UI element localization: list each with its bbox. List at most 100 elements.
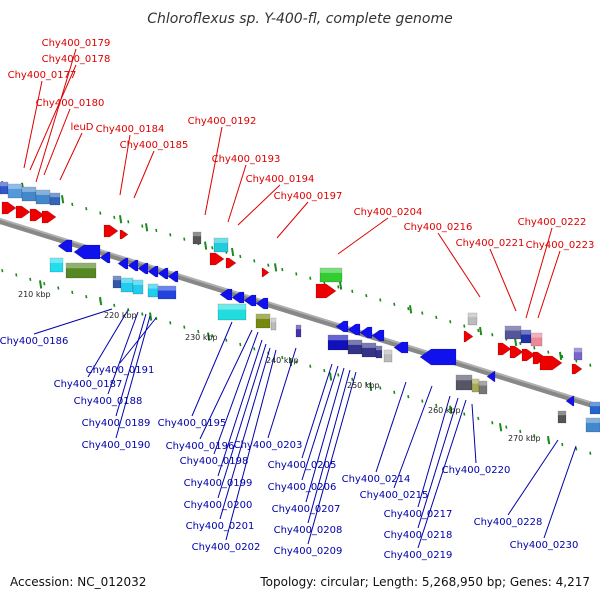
minor-tick xyxy=(1,268,4,273)
top-gene-label: Chy400_0221 xyxy=(456,238,525,249)
gene-feature xyxy=(49,257,64,273)
major-tick xyxy=(479,326,483,336)
reverse-gene-arrow xyxy=(371,329,385,342)
minor-tick xyxy=(365,381,368,386)
major-tick xyxy=(207,332,211,341)
reverse-gene-arrow xyxy=(57,239,73,253)
bottom-label-line xyxy=(417,397,459,529)
major-tick xyxy=(547,436,551,445)
reverse-gene-arrow xyxy=(359,326,373,339)
bottom-label-line xyxy=(115,313,147,417)
bottom-label-line xyxy=(375,381,407,473)
reverse-gene-arrow xyxy=(99,251,111,264)
minor-tick xyxy=(491,421,494,425)
topology-text: Topology: circular; Length: 5,268,950 bp… xyxy=(259,575,590,589)
minor-tick xyxy=(393,390,396,394)
reverse-gene-arrow xyxy=(219,288,233,301)
minor-tick xyxy=(155,228,158,233)
bottom-gene-label: Chy400_0209 xyxy=(274,546,343,557)
gene-highlight xyxy=(456,375,472,381)
gene-highlight xyxy=(50,258,63,263)
bottom-gene-label: Chy400_0206 xyxy=(268,482,337,493)
minor-tick xyxy=(71,290,74,295)
minor-tick xyxy=(239,342,242,347)
reverse-gene-arrow xyxy=(117,257,129,270)
minor-tick xyxy=(267,263,270,267)
major-tick xyxy=(339,281,343,290)
bottom-label-line xyxy=(471,403,477,464)
minor-tick xyxy=(505,425,508,429)
minor-tick xyxy=(407,307,410,311)
gene-feature xyxy=(467,312,478,326)
gene-feature xyxy=(557,410,567,424)
top-gene-label: Chy400_0178 xyxy=(42,54,111,65)
scale-tick-label: 220 kbp xyxy=(104,311,137,320)
reverse-gene-arrow xyxy=(127,259,139,272)
minor-tick xyxy=(127,220,130,224)
gene-feature xyxy=(192,231,202,245)
gene-highlight xyxy=(22,187,36,192)
gene-feature xyxy=(375,345,383,359)
minor-tick xyxy=(393,302,396,306)
bottom-gene-label: Chy400_0202 xyxy=(192,542,261,553)
minor-tick xyxy=(337,285,340,289)
scale-tick-label: 210 kbp xyxy=(18,290,51,299)
minor-tick xyxy=(575,447,578,451)
gene-highlight xyxy=(574,348,582,353)
bottom-label-line xyxy=(305,367,345,503)
minor-tick xyxy=(323,368,326,373)
minor-tick xyxy=(589,363,592,367)
top-gene-label: Chy400_0204 xyxy=(354,207,423,218)
gene-highlight xyxy=(348,340,362,345)
bottom-gene-label: Chy400_0200 xyxy=(184,500,253,511)
gene-highlight xyxy=(296,325,301,330)
minor-tick xyxy=(113,303,116,308)
top-gene-label: Chy400_0184 xyxy=(96,124,165,135)
minor-tick xyxy=(169,233,172,237)
top-label-line xyxy=(133,150,155,199)
minor-tick xyxy=(127,308,130,312)
accession-text: Accession: NC_012032 xyxy=(10,575,146,589)
minor-tick xyxy=(435,315,438,320)
minor-tick xyxy=(519,341,522,346)
bottom-label-line xyxy=(213,331,259,455)
forward-gene-arrow xyxy=(463,330,474,343)
gene-highlight xyxy=(193,232,201,237)
bottom-label-line xyxy=(267,347,297,439)
top-gene-label: Chy400_0216 xyxy=(404,222,473,233)
gene-highlight xyxy=(558,411,566,416)
minor-tick xyxy=(533,434,536,438)
gene-feature xyxy=(213,237,229,253)
minor-tick xyxy=(435,403,438,408)
top-gene-label: Chy400_0192 xyxy=(188,116,257,127)
minor-tick xyxy=(85,207,88,211)
major-tick xyxy=(119,215,123,224)
gene-highlight xyxy=(113,276,121,281)
minor-tick xyxy=(407,395,410,399)
bottom-label-line xyxy=(417,399,467,549)
minor-tick xyxy=(141,312,144,316)
gene-feature xyxy=(589,401,600,415)
bottom-gene-label: Chy400_0203 xyxy=(234,440,303,451)
gene-highlight xyxy=(362,343,376,348)
minor-tick xyxy=(15,273,18,277)
major-tick xyxy=(61,195,65,204)
gene-feature xyxy=(573,347,583,361)
gene-feature xyxy=(65,262,97,279)
reverse-gene-arrow xyxy=(167,270,179,283)
page-title: Chloroflexus sp. Y-400-fl, complete geno… xyxy=(147,11,453,27)
minor-tick xyxy=(365,293,368,298)
feature-layer xyxy=(0,181,600,433)
gene-highlight xyxy=(121,278,133,283)
bottom-label-line xyxy=(191,321,233,417)
scale-tick-label: 250 kbp xyxy=(347,381,380,390)
bottom-gene-label: Chy400_0196 xyxy=(166,441,235,452)
top-label-line xyxy=(276,201,309,239)
reverse-gene-arrow xyxy=(157,267,169,280)
major-tick xyxy=(514,337,518,347)
bottom-gene-label: Chy400_0230 xyxy=(510,540,579,551)
minor-tick xyxy=(337,373,340,377)
top-gene-label: Chy400_0193 xyxy=(212,154,281,165)
